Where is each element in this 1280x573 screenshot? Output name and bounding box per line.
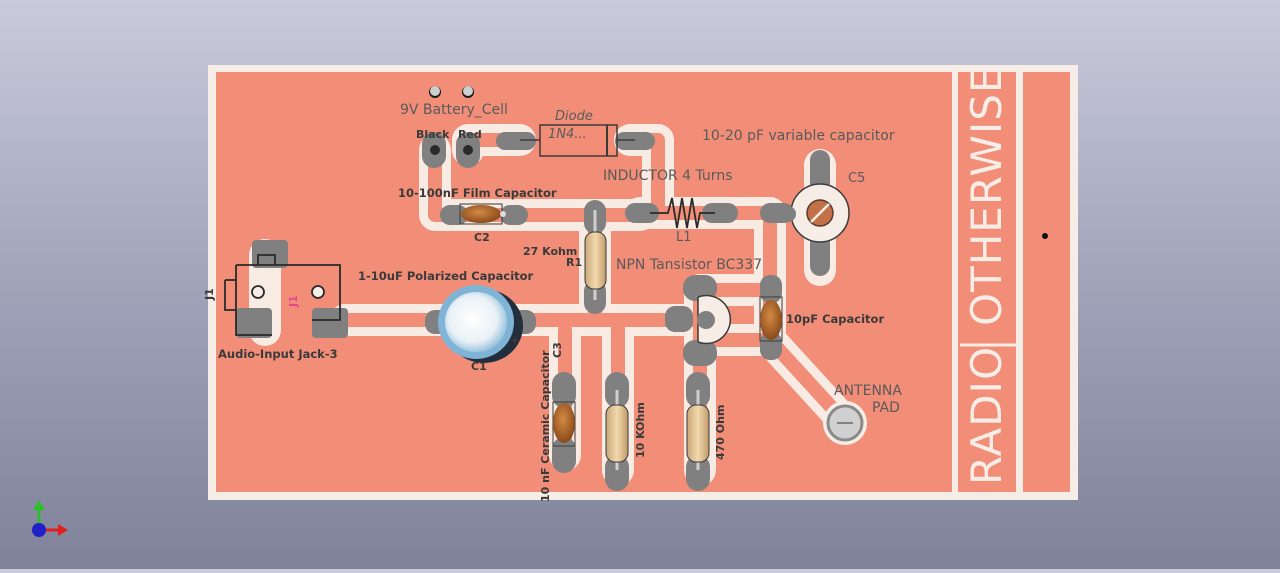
r470-label: 470 Ohm xyxy=(714,405,727,460)
variable-capacitor-c5[interactable] xyxy=(762,183,850,243)
xyz-axis-icon xyxy=(32,500,68,537)
film-cap-label: 10-100nF Film Capacitor xyxy=(398,186,557,200)
resistor-10k[interactable] xyxy=(605,390,629,470)
variable-cap-label: 10-20 pF variable capacitor xyxy=(702,128,895,144)
ceramic-capacitor-c3[interactable] xyxy=(552,401,576,447)
inductor-l1[interactable] xyxy=(650,197,715,229)
jack-ref: J1 xyxy=(203,288,216,301)
antenna-label-1: ANTENNA xyxy=(834,383,902,399)
diode-value: 1N4... xyxy=(548,127,587,142)
resistor-470[interactable] xyxy=(686,390,710,470)
inductor-label: INDUCTOR 4 Turns xyxy=(603,168,733,184)
audio-jack-j1[interactable] xyxy=(224,254,341,336)
board-titles: RADIO OTHERWISE xyxy=(962,66,1011,485)
polarized-cap-ref: C1 xyxy=(471,360,487,373)
film-capacitor-c2[interactable] xyxy=(459,203,506,225)
title-otherwise: OTHERWISE xyxy=(962,66,1011,326)
r1-ref: R1 xyxy=(566,256,582,269)
battery-label: 9V Battery_Cell xyxy=(400,102,508,118)
ceramic-cap-ref: C3 xyxy=(551,342,564,358)
jack-label: Audio-Input Jack-3 xyxy=(218,347,338,361)
r10k-label: 10 KOhm xyxy=(634,402,647,458)
resistor-r1[interactable] xyxy=(584,210,607,300)
diode-label: Diode xyxy=(555,109,593,124)
silkscreen-labels: 9V Battery_Cell Black Red Diode 1N4... 1… xyxy=(203,102,902,502)
ceramic-cap-label: 10 nF Ceramic Capacitor xyxy=(539,350,552,502)
transistor-q1[interactable] xyxy=(697,294,732,345)
polarized-cap-label: 1-10uF Polarized Capacitor xyxy=(358,269,534,283)
diode-d1[interactable] xyxy=(520,124,635,157)
jack-ref-pink: J1 xyxy=(287,295,300,308)
battery-red-label: Red xyxy=(458,128,482,141)
cap10pf-label: 10pF Capacitor xyxy=(786,312,884,326)
r1-value: 27 Kohm xyxy=(523,245,577,258)
transistor-label: NPN Tansistor BC337 xyxy=(616,257,762,273)
inductor-ref: L1 xyxy=(676,230,692,245)
title-radio: RADIO xyxy=(962,346,1011,485)
polarized-capacitor-c1[interactable] xyxy=(438,285,523,363)
antenna-label-2: PAD xyxy=(872,400,900,416)
capacitor-10pf[interactable] xyxy=(759,296,783,342)
film-cap-ref: C2 xyxy=(474,231,490,244)
pads xyxy=(236,132,830,491)
battery-holes xyxy=(429,86,474,155)
antenna-pad[interactable] xyxy=(823,401,867,445)
variable-cap-ref: C5 xyxy=(848,171,865,186)
battery-black-label: Black xyxy=(416,128,450,141)
polarized-plus: + xyxy=(510,333,520,347)
